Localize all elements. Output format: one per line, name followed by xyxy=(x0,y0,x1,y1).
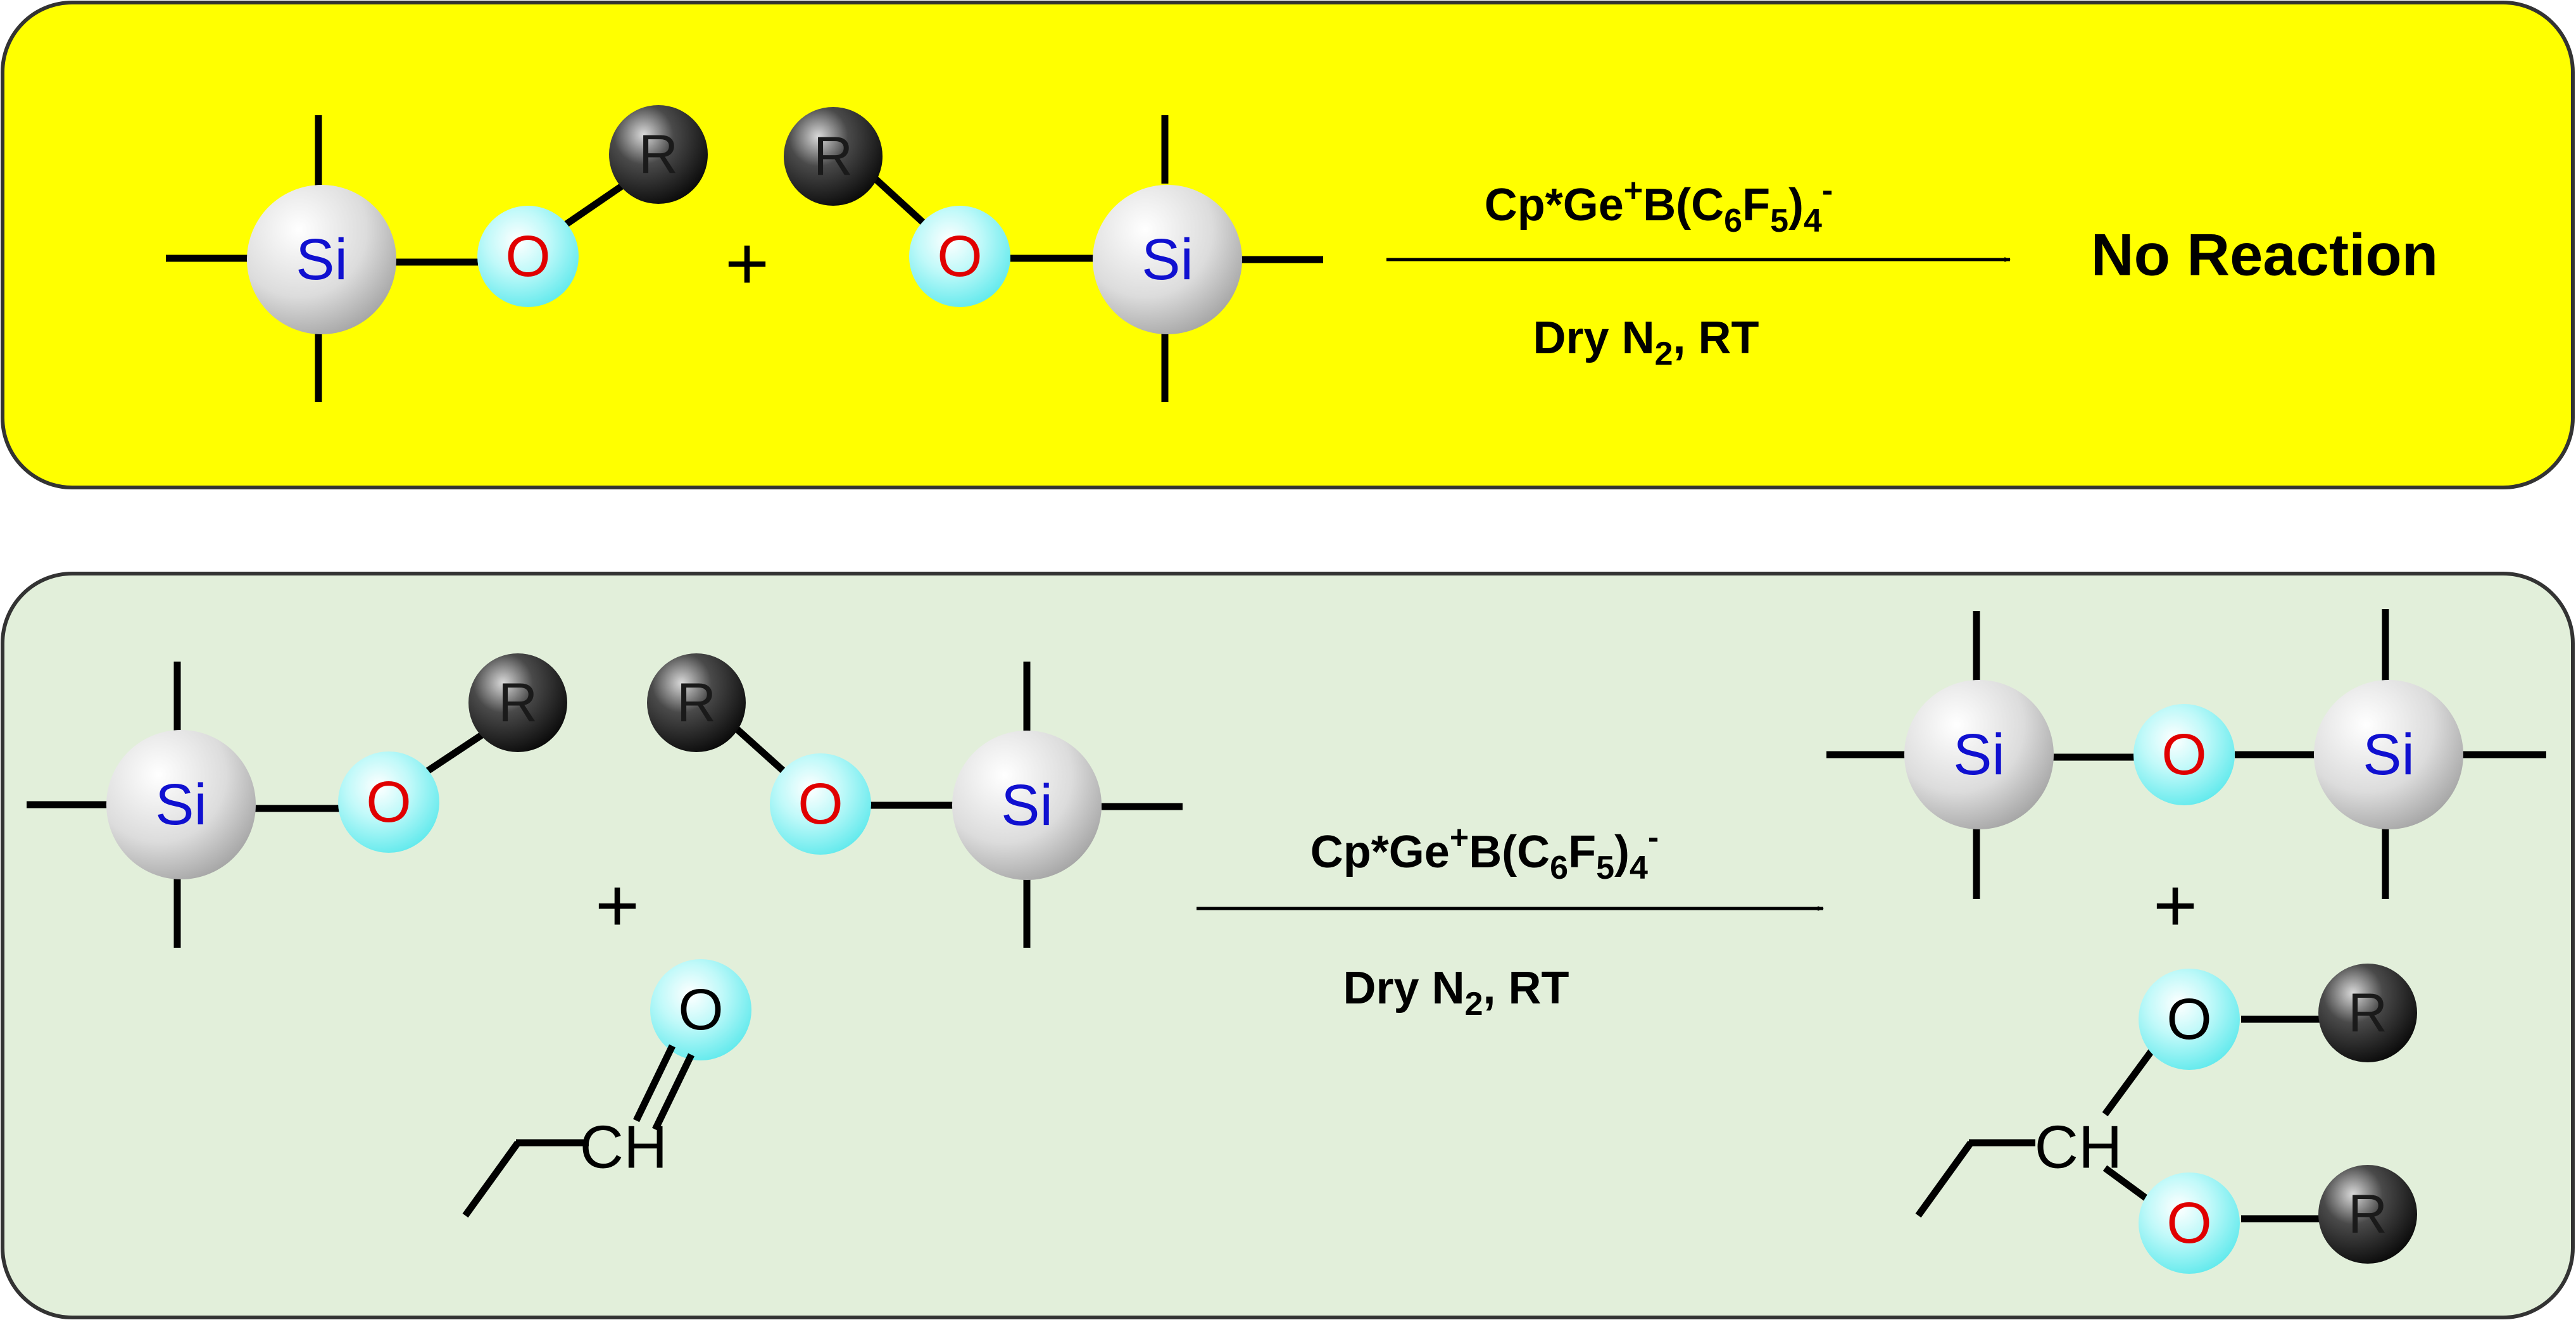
r-atom xyxy=(609,105,708,204)
r-label: R xyxy=(814,126,853,187)
r-label: R xyxy=(2348,983,2387,1043)
r-atom xyxy=(647,653,746,752)
si-atom xyxy=(2314,680,2463,829)
o-atom xyxy=(770,753,871,855)
top-reactant-2: R O Si xyxy=(784,107,1323,402)
r-atom xyxy=(2318,1165,2417,1264)
si-label: Si xyxy=(1953,722,2005,787)
top-reactant-1: Si O R xyxy=(166,105,708,402)
o-atom xyxy=(650,959,751,1060)
bottom-panel: Si O R + R O Si O CH xyxy=(1,572,2575,1319)
bottom-reactant-1: Si O R xyxy=(27,653,567,948)
plus-sign: + xyxy=(725,221,769,306)
si-label: Si xyxy=(1141,227,1193,292)
o-atom xyxy=(909,206,1010,307)
bottom-reaction-arrow-group: Cp*Ge+B(C6F5)4- Dry N2, RT xyxy=(1197,819,1824,1022)
si-atom xyxy=(952,731,1102,880)
aldehyde-reactant: O CH xyxy=(462,959,751,1218)
r-atom xyxy=(2318,964,2417,1062)
conditions-label: Dry N2, RT xyxy=(1533,313,1759,372)
o-label: O xyxy=(2166,1191,2212,1255)
si-atom xyxy=(247,185,396,334)
o-label: O xyxy=(366,770,412,834)
si-atom xyxy=(106,730,256,879)
r-label: R xyxy=(639,124,678,185)
r-label: R xyxy=(2348,1184,2387,1245)
top-panel: Si O R + R O Si Cp*Ge+B(C6F5)4- xyxy=(1,1,2575,489)
o-label: O xyxy=(678,977,724,1042)
reagent-label: Cp*Ge+B(C6F5)4- xyxy=(1310,819,1659,886)
o-label: O xyxy=(798,772,843,836)
si-atom xyxy=(1904,680,2054,829)
disiloxane-product: Si O Si xyxy=(1826,609,2546,899)
o-label: O xyxy=(505,224,551,289)
o-label: O xyxy=(937,224,983,289)
ch-label: CH xyxy=(2035,1114,2123,1181)
plus-sign: + xyxy=(2153,863,2197,948)
si-label: Si xyxy=(2363,722,2415,787)
acetal-product: O R CH O R xyxy=(1915,964,2417,1274)
top-reaction-arrow-group: Cp*Ge+B(C6F5)4- Dry N2, RT xyxy=(1386,172,2011,372)
r-label: R xyxy=(498,672,537,733)
plus-sign: + xyxy=(595,863,639,948)
o-label: O xyxy=(2161,722,2207,787)
si-label: Si xyxy=(155,772,207,837)
si-label: Si xyxy=(1001,773,1053,838)
no-reaction-label: No Reaction xyxy=(2091,222,2438,288)
o-atom xyxy=(2139,1172,2240,1274)
o-label: O xyxy=(2166,987,2212,1052)
o-atom xyxy=(477,206,579,307)
conditions-label: Dry N2, RT xyxy=(1343,963,1569,1022)
ch-label: CH xyxy=(580,1114,668,1181)
reagent-label: Cp*Ge+B(C6F5)4- xyxy=(1485,172,1833,239)
o-atom xyxy=(2139,969,2240,1070)
r-label: R xyxy=(677,672,716,733)
si-atom xyxy=(1093,185,1242,334)
o-atom xyxy=(338,751,439,853)
r-atom xyxy=(784,107,883,206)
o-atom xyxy=(2133,704,2235,805)
bottom-reactant-2: R O Si xyxy=(647,653,1183,948)
si-label: Si xyxy=(296,227,348,292)
r-atom xyxy=(468,653,567,752)
